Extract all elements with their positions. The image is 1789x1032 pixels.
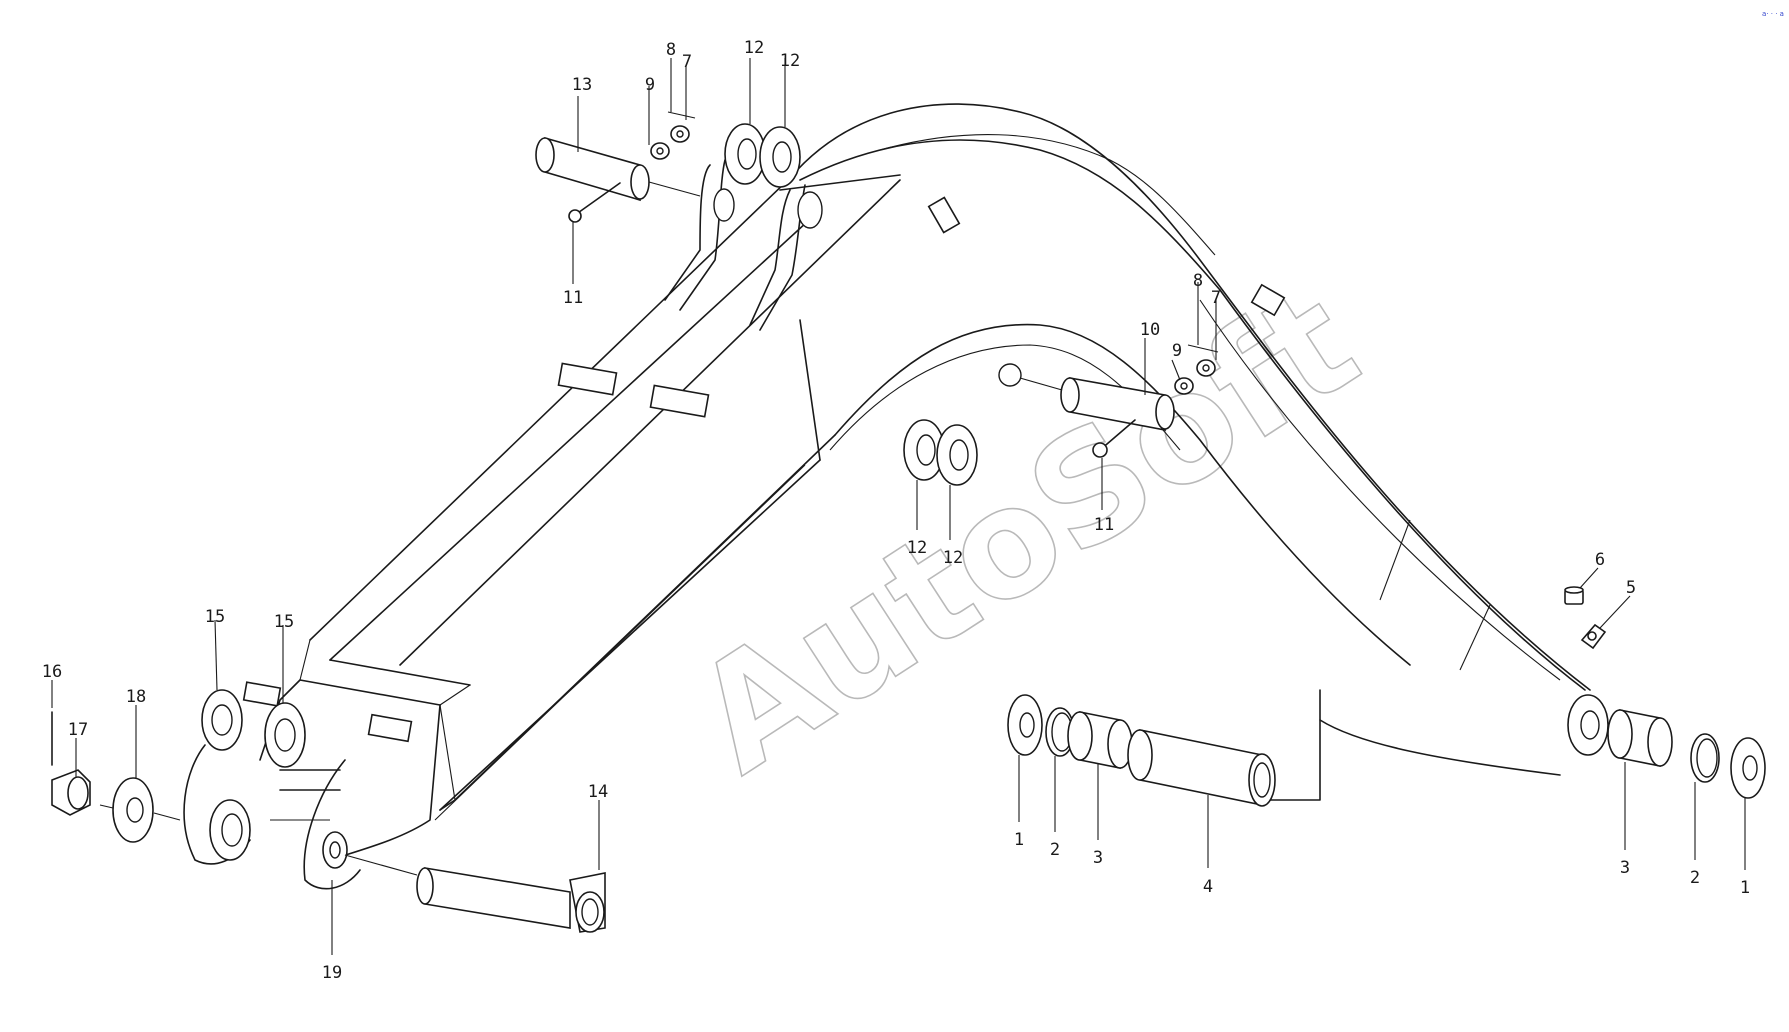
callout-19: 19 [322,963,342,983]
pin-13-upper [535,136,701,202]
callout-18: 18 [126,687,146,707]
callout-1-right: 1 [1740,878,1750,898]
callout-8-middle: 8 [1193,271,1203,291]
callout-11-upper: 11 [563,288,583,308]
spacers-12-upper [724,123,801,188]
callout-12-upper-a: 12 [744,38,764,58]
callout-2-left: 2 [1050,840,1060,860]
callout-2-right: 2 [1690,868,1700,888]
callout-13: 13 [572,75,592,95]
callout-9-middle: 9 [1172,341,1182,361]
callout-1-left: 1 [1014,830,1024,850]
callout-15-a: 15 [205,607,225,627]
spacers-12-middle [903,419,978,486]
callout-6: 6 [1595,550,1605,570]
callout-14: 14 [588,782,608,802]
callout-3-right: 3 [1620,858,1630,878]
washers-middle [1174,344,1219,395]
callout-9-upper: 9 [645,75,655,95]
callout-8-upper: 8 [666,40,676,60]
foot-pin-right-group [1567,694,1766,799]
foot-pin-left-group [1007,694,1276,807]
base-pin-group [51,689,606,933]
bolt-11-middle [1092,419,1136,458]
callout-5: 5 [1626,578,1636,598]
callout-10: 10 [1140,320,1160,340]
callout-12-upper-b: 12 [780,51,800,71]
callout-15-b: 15 [274,612,294,632]
callout-7-upper: 7 [682,52,692,72]
callout-7-middle: 7 [1211,288,1221,308]
callout-17: 17 [68,720,88,740]
callout-3-left: 3 [1093,848,1103,868]
callout-11-middle: 11 [1094,515,1114,535]
corner-mark: a· · · a [1762,10,1784,18]
callout-4: 4 [1203,877,1213,897]
callout-16: 16 [42,662,62,682]
callout-12-middle-a: 12 [907,538,927,558]
washers-upper [650,111,696,160]
callout-12-middle-b: 12 [943,548,963,568]
callout-labels: 13 9 8 7 12 12 11 10 9 8 7 11 12 12 6 5 … [42,38,1750,983]
pin-10-middle [1019,377,1175,431]
leader-lines [51,58,1746,955]
bolt-11-upper [568,182,621,223]
fittings-right [1564,586,1607,650]
upper-cylinder-bracket [664,159,1022,387]
